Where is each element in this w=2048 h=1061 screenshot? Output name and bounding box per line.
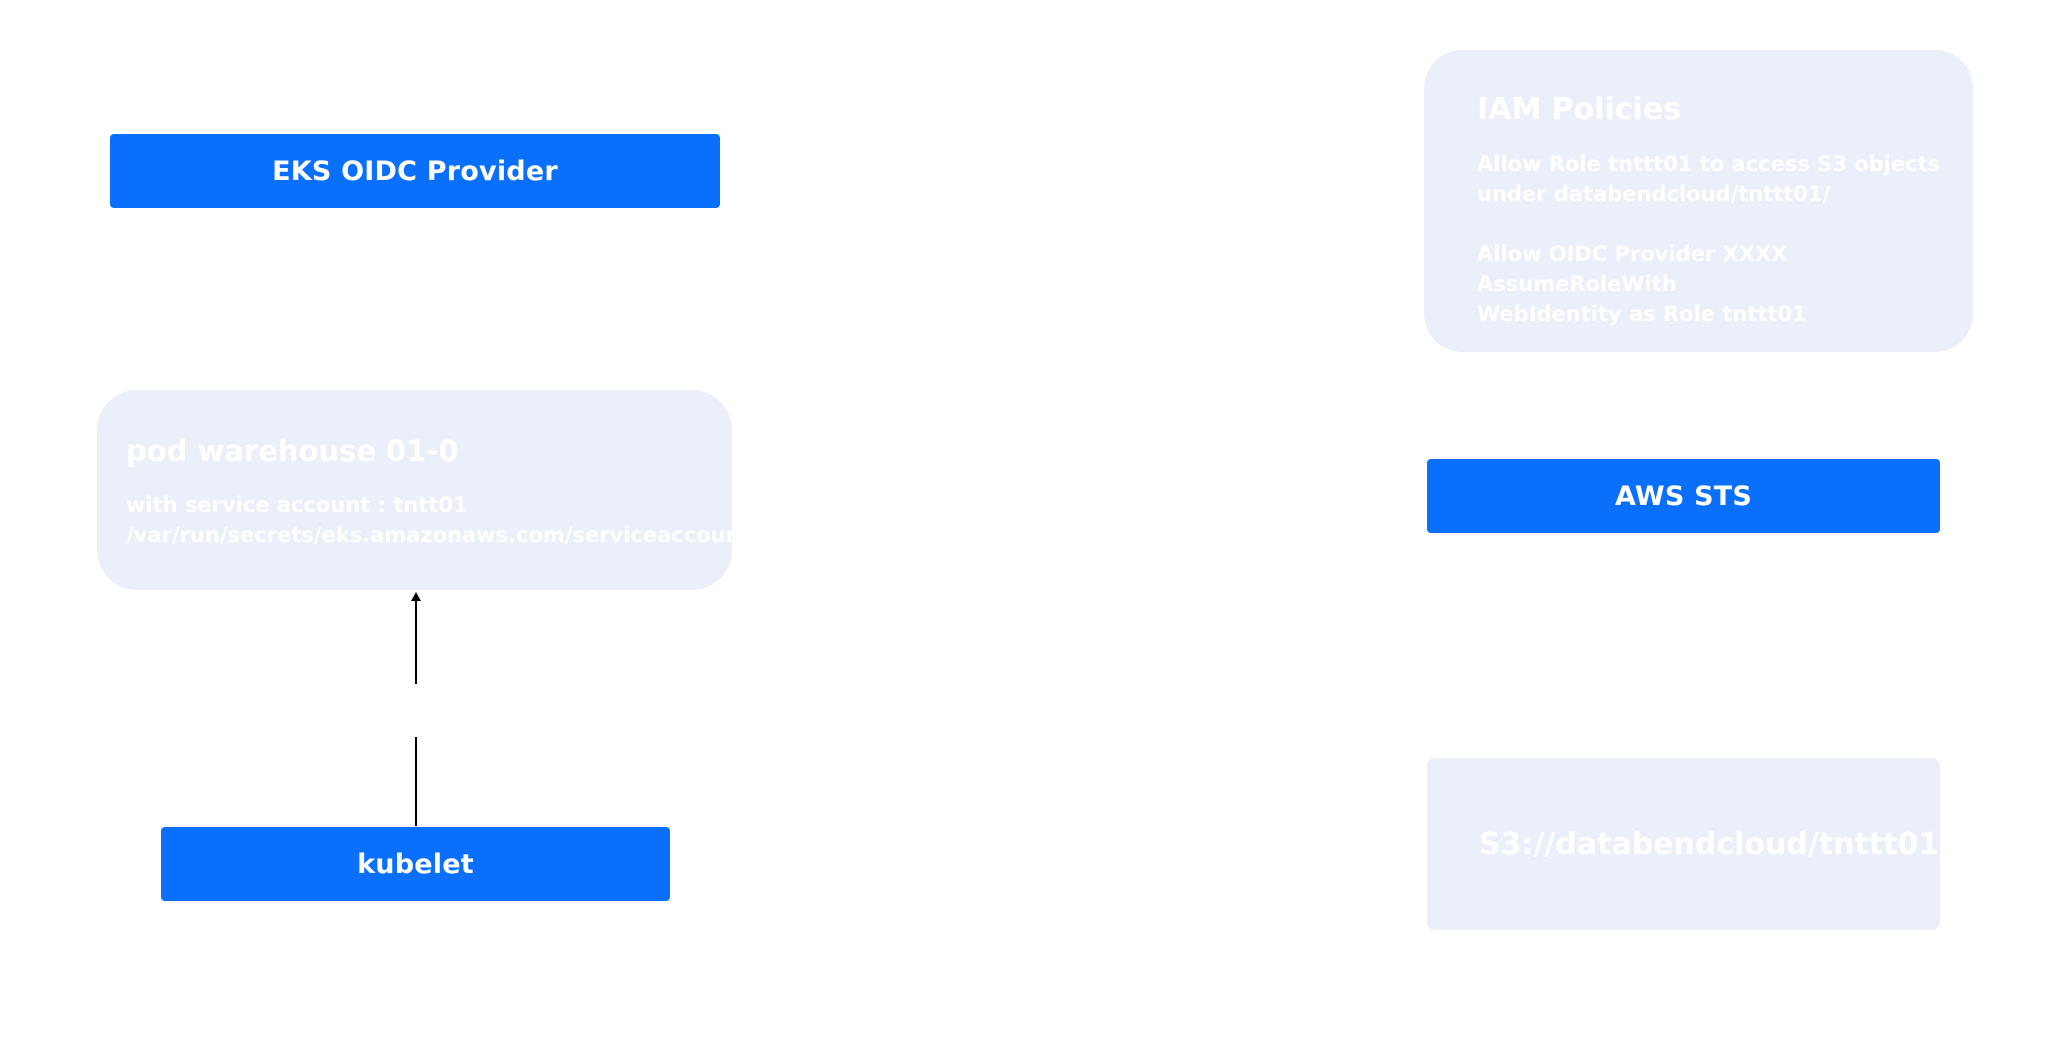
iam-policy-spacer	[1477, 209, 1973, 239]
kubelet-to-pod-arrowhead	[411, 592, 421, 601]
pod-token-path: /var/run/secrets/eks.amazonaws.com/servi…	[126, 523, 751, 547]
iam-policy-2-line-1: Allow OIDC Provider XXXX AssumeRoleWith	[1477, 242, 1788, 296]
iam-policy-1-line-1: Allow Role tnttt01 to access S3 objects	[1477, 152, 1941, 176]
eks-oidc-provider-label: EKS OIDC Provider	[272, 155, 558, 187]
iam-policy-1-line-2: under databendcloud/tnttt01/	[1477, 182, 1831, 206]
s3-path-label: S3://databendcloud/tnttt01/...	[1479, 826, 1985, 862]
aws-sts-label: AWS STS	[1614, 480, 1753, 512]
pod-warehouse-card: pod warehouse 01-0 with service account …	[97, 390, 751, 590]
iam-title: IAM Policies	[1477, 92, 1682, 127]
eks-oidc-provider-box: EKS OIDC Provider	[110, 134, 720, 208]
kubelet-label: kubelet	[357, 848, 474, 880]
iam-policies-card: IAM Policies Allow Role tnttt01 to acces…	[1424, 50, 1973, 352]
pod-service-account: with service account : tntt01	[126, 493, 468, 517]
pod-title: pod warehouse 01-0	[126, 434, 459, 468]
iam-policy-2-line-2: WebIdentity as Role tnttt01	[1477, 302, 1807, 326]
aws-sts-box: AWS STS	[1427, 459, 1940, 533]
kubelet-box: kubelet	[161, 827, 670, 901]
s3-path-card: S3://databendcloud/tnttt01/...	[1427, 758, 1984, 930]
